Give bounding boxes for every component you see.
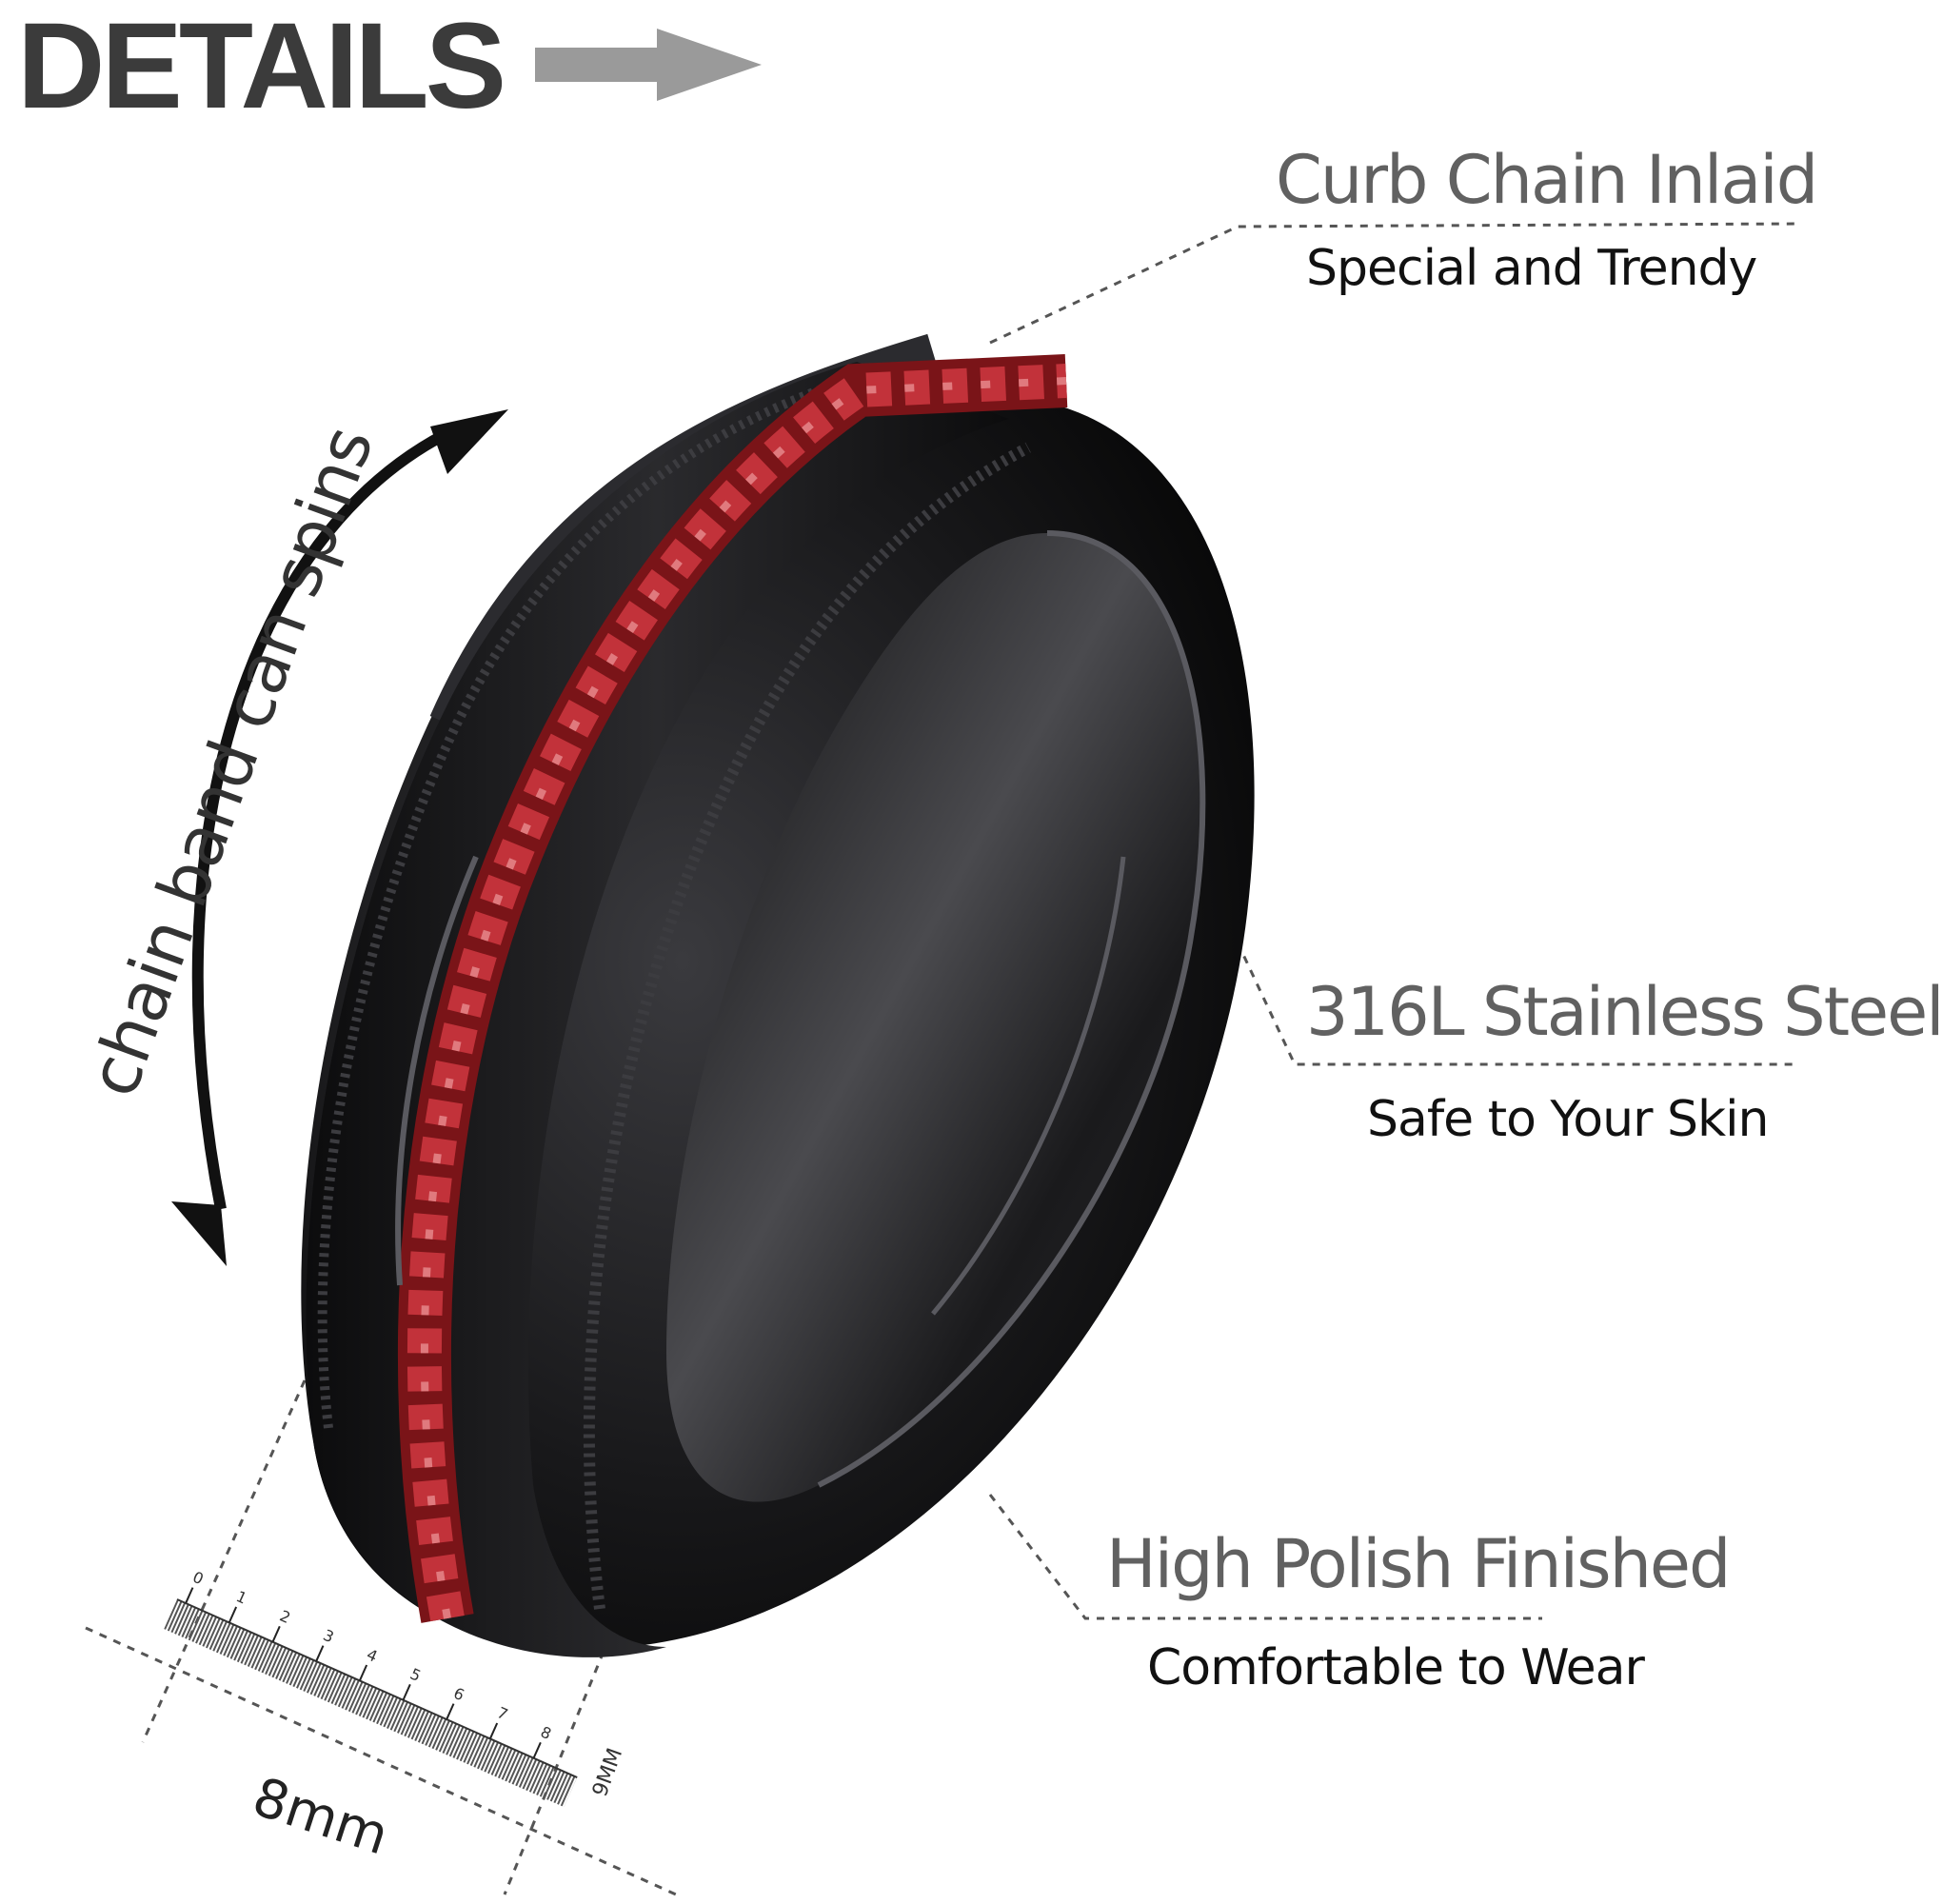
ruler-tick <box>446 1703 455 1720</box>
feature-subtitle-polish: Comfortable to Wear <box>1147 1639 1645 1696</box>
feature-subtitle-chain: Special and Trendy <box>1306 240 1757 297</box>
ruler-tick-label: 2 <box>277 1606 293 1627</box>
ruler-tick-label: 6 <box>451 1684 467 1705</box>
ruler-tick-label: 4 <box>364 1645 380 1666</box>
page-title: DETAILS <box>17 0 506 134</box>
ruler-tick-label: 7 <box>494 1703 510 1724</box>
product-details-infographic: DETAILS <box>17 0 1943 1896</box>
ruler-tick <box>228 1606 238 1623</box>
ruler-tick <box>271 1625 281 1643</box>
feature-title-polish: High Polish Finished <box>1106 1525 1731 1603</box>
ruler-tick-label: 3 <box>321 1626 337 1647</box>
ruler-tick-label: 0 <box>190 1568 207 1589</box>
feature-title-steel: 316L Stainless Steel <box>1306 973 1943 1051</box>
graphics-layer: 0 1 2 3 4 5 6 7 8 <box>85 29 1800 1896</box>
leader-lines <box>85 222 1800 1896</box>
feature-title-chain: Curb Chain Inlaid <box>1276 141 1818 219</box>
feature-subtitle-steel: Safe to Your Skin <box>1367 1091 1769 1148</box>
curved-double-arrow-icon <box>171 409 508 1266</box>
ruler-tick <box>185 1587 194 1604</box>
ruler-tick <box>358 1664 368 1681</box>
ruler-tick-label: 1 <box>233 1587 249 1608</box>
ruler-tick <box>315 1645 325 1662</box>
right-arrow-icon <box>535 29 762 101</box>
ruler-tick <box>488 1722 499 1739</box>
ruler-tick-label: 5 <box>407 1664 424 1685</box>
ruler-tick-label: 8 <box>538 1723 554 1744</box>
ruler-tick <box>532 1741 542 1759</box>
ruler-tick <box>402 1683 411 1701</box>
ring-image <box>301 333 1255 1657</box>
